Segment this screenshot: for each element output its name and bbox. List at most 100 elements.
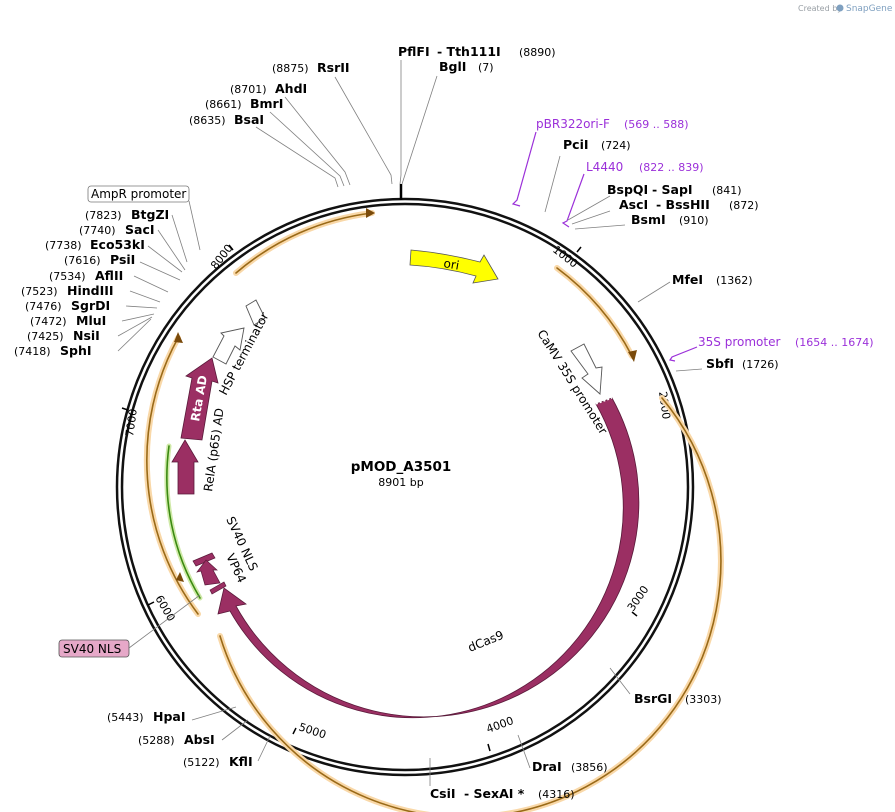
created-by-label: Created by: [798, 4, 842, 13]
enzyme-absi[interactable]: AbsI: [184, 732, 215, 747]
camv-promoter-feature[interactable]: [570, 343, 603, 395]
primer-35s-promoter[interactable]: 35S promoter: [698, 335, 780, 349]
sv40-nls-box[interactable]: [58, 639, 130, 658]
enzyme-sexai[interactable]: - SexAI *: [464, 786, 525, 801]
enzyme-asci[interactable]: AscI: [619, 197, 648, 212]
enzyme-sgrdi[interactable]: SgrDI: [71, 298, 110, 313]
hsp-terminator-feature-2[interactable]: [212, 327, 245, 365]
enzyme-drai[interactable]: DraI: [532, 759, 562, 774]
primer-l4440[interactable]: L4440: [586, 160, 623, 174]
primer-l4440-marker: [561, 173, 585, 228]
enzyme-saci[interactable]: SacI: [125, 222, 155, 237]
enzyme-kfli[interactable]: KflI: [229, 754, 253, 769]
enzyme-aflii[interactable]: AflII: [95, 268, 123, 283]
primer-35s-promoter-pos: (1654 .. 1674): [795, 336, 874, 349]
enzyme-bmri[interactable]: BmrI: [250, 96, 283, 111]
backbone-outer: [115, 197, 695, 777]
enzyme-tth111i-pos: (8890): [519, 46, 556, 59]
enzyme-aflii-pos: (7534): [49, 270, 86, 283]
tick-6000: 6000: [152, 593, 177, 624]
orf-arc-right: [554, 265, 635, 359]
enzyme-bgli[interactable]: BglI: [439, 59, 466, 74]
enzyme-psii-pos: (7616): [64, 254, 101, 267]
enzyme-sphi-pos: (7418): [14, 345, 51, 358]
hsp-terminator-feature[interactable]: [245, 299, 266, 326]
enzyme-bsrgi[interactable]: BsrGI: [634, 691, 672, 706]
backbone-inner: [120, 202, 690, 772]
enzyme-tth111i[interactable]: - Tth111I: [437, 44, 501, 59]
enzyme-nsii[interactable]: NsiI: [73, 328, 100, 343]
enzyme-bmri-pos: (8661): [205, 98, 242, 111]
vp64-feature[interactable]: [196, 559, 221, 586]
enzyme-bsshii[interactable]: - BssHII: [656, 197, 710, 212]
orf-arrow-left: [174, 332, 183, 343]
enzyme-mfei-pos: (1362): [716, 274, 753, 287]
enzyme-pcii[interactable]: PciI: [563, 137, 589, 152]
enzyme-saci-pos: (7740): [79, 224, 116, 237]
enzyme-bsrgi-pos: (3303): [685, 693, 722, 706]
enzyme-mfei[interactable]: MfeI: [672, 272, 703, 287]
snapgene-logo-icon: [836, 4, 844, 12]
enzyme-bgli-pos: (7): [478, 61, 494, 74]
enzyme-sbfi-pos: (1726): [742, 358, 779, 371]
enzyme-bsshii-pos: (872): [729, 199, 759, 212]
ori-label: ori: [442, 256, 460, 272]
primer-pbr322ori[interactable]: pBR322ori-F: [536, 117, 610, 131]
dcas9-junction: [427, 675, 431, 691]
sv40-nls-feature-2[interactable]: [209, 581, 227, 595]
rta-ad-feature[interactable]: [180, 357, 219, 441]
enzyme-sexai-pos: (4316): [538, 788, 575, 801]
plasmid-name: pMOD_A3501: [351, 459, 452, 475]
enzyme-ahdi[interactable]: AhdI: [275, 81, 307, 96]
tick-3000: 3000: [625, 583, 652, 613]
enzyme-bsai-pos: (8635): [189, 114, 226, 127]
tick-7000: 7000: [123, 408, 140, 438]
enzyme-hindiii-pos: (7523): [21, 285, 58, 298]
enzyme-psii[interactable]: PsiI: [110, 252, 135, 267]
enzyme-sphi[interactable]: SphI: [60, 343, 92, 358]
ampr-promoter-label: AmpR promoter: [91, 187, 186, 201]
enzyme-hpai[interactable]: HpaI: [153, 709, 186, 724]
enzyme-bsmi[interactable]: BsmI: [631, 212, 666, 227]
enzyme-eco53ki[interactable]: Eco53kI: [90, 237, 145, 252]
enzyme-rsrii[interactable]: RsrII: [317, 60, 350, 75]
ampr-promoter-box[interactable]: [87, 185, 190, 203]
primer-l4440-pos: (822 .. 839): [639, 161, 704, 174]
orf-arc-main: [217, 395, 724, 812]
enzyme-pflfi[interactable]: PflFI: [398, 44, 430, 59]
snapgene-label: SnapGene: [846, 4, 893, 14]
enzyme-hpai-pos: (5443): [107, 711, 144, 724]
enzyme-sapi-pos: (841): [712, 184, 742, 197]
ori-feature[interactable]: [409, 249, 499, 284]
enzyme-rsrii-pos: (8875): [272, 62, 309, 75]
enzyme-eco53ki-pos: (7738): [45, 239, 82, 252]
dcas9-start-marker: [595, 397, 613, 405]
tick-marks: [121, 244, 688, 752]
primer-pbr-marker: [511, 131, 537, 207]
dcas9-label: dCas9: [466, 628, 506, 655]
enzyme-btgzi[interactable]: BtgZI: [131, 207, 169, 222]
dcas9-feature[interactable]: [217, 397, 640, 719]
tick-4000: 4000: [485, 714, 516, 736]
orf-arrow-top: [366, 208, 375, 218]
enzyme-pcii-pos: (724): [601, 139, 631, 152]
enzyme-mlui-pos: (7472): [30, 315, 67, 328]
sv40-nls-box-leader: [128, 594, 201, 649]
primer-pbr322ori-pos: (569 .. 588): [624, 118, 689, 131]
rela-ad-feature[interactable]: [171, 439, 199, 495]
enzyme-mlui[interactable]: MluI: [76, 313, 106, 328]
enzyme-kfli-pos: (5122): [183, 756, 220, 769]
enzyme-sbfi[interactable]: SbfI: [706, 356, 734, 371]
enzyme-drai-pos: (3856): [571, 761, 608, 774]
enzyme-btgzi-pos: (7823): [85, 209, 122, 222]
enzyme-csii[interactable]: CsiI: [430, 786, 456, 801]
enzyme-bsai[interactable]: BsaI: [234, 112, 264, 127]
orf-arrow-bottomleft: [176, 572, 184, 582]
enzyme-bspqi[interactable]: BspQI: [607, 182, 648, 197]
enzyme-hindiii[interactable]: HindIII: [67, 283, 114, 298]
plasmid-size: 8901 bp: [378, 476, 423, 489]
enzyme-absi-pos: (5288): [138, 734, 175, 747]
enzyme-sapi[interactable]: - SapI: [652, 182, 693, 197]
sv40-nls-feature[interactable]: [192, 552, 216, 567]
